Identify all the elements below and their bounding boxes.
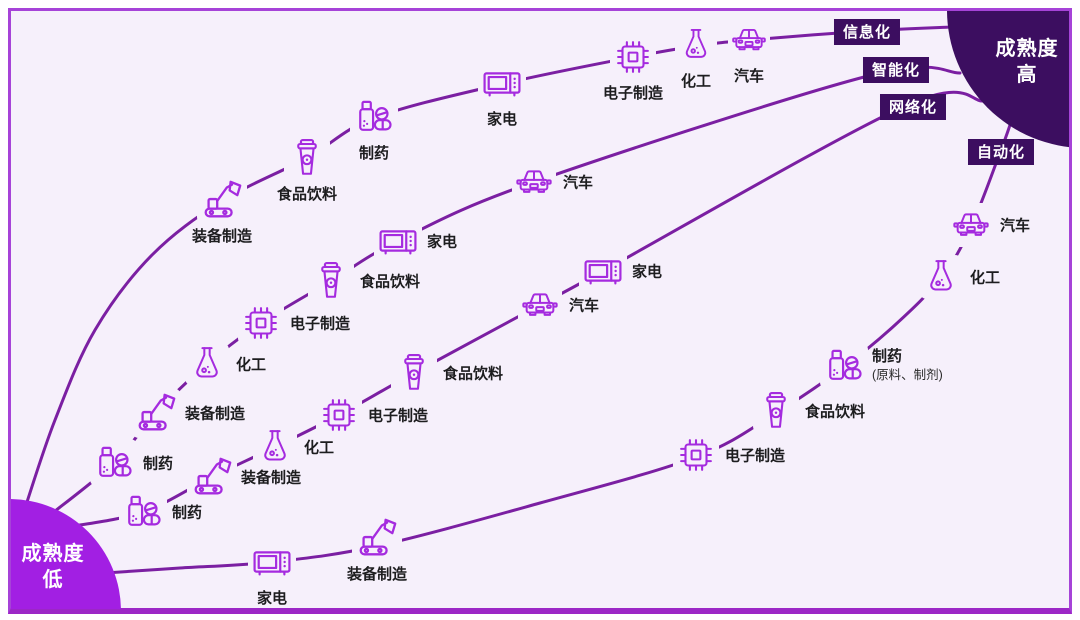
node-label: 电子制造 [368, 407, 429, 425]
food-icon [286, 137, 328, 179]
node-label: 家电 [256, 590, 288, 607]
node-label: 食品饮料 [805, 403, 866, 421]
chemical-icon [921, 257, 961, 297]
equipment-icon [189, 454, 235, 500]
node-label: 汽车 [569, 297, 600, 315]
chemical-icon [677, 26, 715, 64]
electronics-icon [612, 36, 654, 78]
node-label: 汽车 [563, 174, 594, 192]
appliance-icon [581, 249, 625, 293]
pharma-icon [121, 490, 165, 534]
dimension-box-networking: 网络化 [879, 94, 947, 120]
auto-icon [514, 162, 554, 202]
dimension-box-automation: 自动化 [967, 139, 1035, 165]
food-icon [755, 390, 797, 432]
pharma-icon [352, 95, 396, 139]
node-label: 化工 [680, 73, 712, 90]
auto-icon [951, 205, 991, 245]
appliance-icon [480, 61, 524, 105]
node-label: 家电 [427, 233, 458, 251]
node-label: 汽车 [733, 68, 765, 85]
equipment-icon [133, 390, 179, 436]
node-label: 装备制造 [241, 469, 302, 487]
node-label: 食品饮料 [443, 365, 504, 383]
dimension-box-intelligentization: 智能化 [862, 57, 930, 83]
electronics-icon [675, 434, 717, 476]
auto-icon [520, 285, 560, 325]
food-icon [310, 260, 352, 302]
node-label: 家电 [632, 263, 663, 281]
node-label: 制药 [172, 504, 203, 522]
chemical-icon [187, 344, 227, 384]
dimension-box-informatization: 信息化 [833, 19, 901, 45]
chemical-icon [255, 427, 295, 467]
node-label: 电子制造 [290, 315, 351, 333]
node-label: 装备制造 [185, 405, 246, 423]
node-label: 化工 [970, 269, 1001, 287]
node-label: 食品饮料 [360, 273, 421, 291]
node-label: 电子制造 [725, 447, 786, 465]
node-label: 制药 [358, 145, 390, 162]
electronics-icon [318, 394, 360, 436]
high-maturity-circle [947, 11, 1069, 148]
equipment-icon [199, 177, 245, 223]
node-label: 电子制造 [602, 85, 664, 102]
appliance-icon [376, 219, 420, 263]
electronics-icon [240, 302, 282, 344]
node-label: 装备制造 [346, 566, 408, 583]
node-label: 制药 (原料、制剂) [872, 348, 943, 382]
low-maturity-circle [11, 499, 121, 609]
node-label: 汽车 [1000, 217, 1031, 235]
node-label: 化工 [236, 356, 267, 374]
node-label: 家电 [486, 111, 518, 128]
high-maturity-label: 成熟度 高 [995, 38, 1059, 86]
appliance-icon [250, 540, 294, 584]
food-icon [393, 352, 435, 394]
equipment-icon [354, 515, 400, 561]
low-maturity-label: 成熟度 低 [21, 543, 85, 591]
node-label: 化工 [304, 439, 335, 457]
node-label: 制药 [143, 455, 174, 473]
node-label: 食品饮料 [276, 186, 338, 203]
auto-icon [730, 21, 768, 59]
node-label: 装备制造 [191, 228, 253, 245]
pharma-icon [92, 441, 136, 485]
pharma-icon [822, 344, 866, 388]
